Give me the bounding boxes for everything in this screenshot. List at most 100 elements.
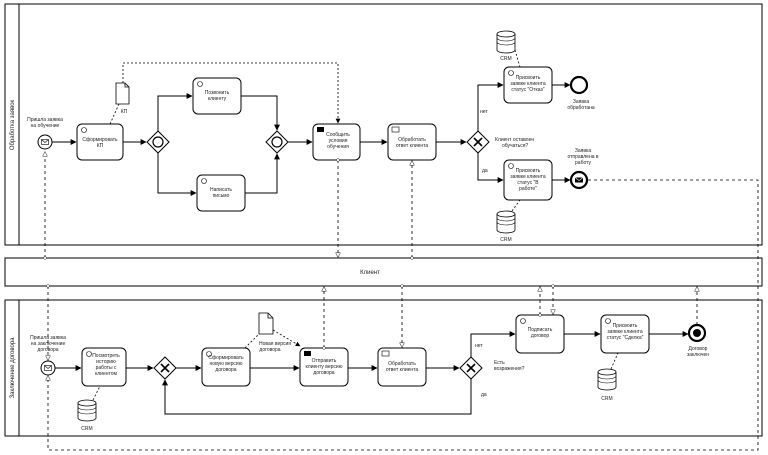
doc-new-version-1: Новая версия (259, 341, 291, 347)
bottom-sequence-flows (55, 331, 689, 415)
send-message-icon (317, 127, 324, 132)
svg-text:работе": работе" (519, 186, 537, 192)
crm2-label: CRM (500, 237, 511, 243)
task-view-history[interactable]: Посмотреть историю работы с клиентом (81, 347, 127, 387)
end-bottom-label-2: заключен (687, 352, 709, 358)
terminate-icon (693, 329, 701, 337)
service-task-icon (508, 163, 514, 169)
done-label-1: Заявка (573, 99, 589, 105)
svg-text:заявке клиента: заявке клиента (510, 174, 546, 180)
doc-new-version-2: договора (259, 347, 280, 353)
svg-text:клиенту версию: клиенту версию (306, 364, 343, 370)
svg-text:клиентом: клиентом (95, 371, 118, 377)
pool-client[interactable]: Клиент (4, 257, 763, 287)
svg-text:статус "Сделка": статус "Сделка" (607, 335, 644, 341)
start-event-bottom[interactable] (40, 360, 56, 376)
receive-message-icon (381, 350, 390, 357)
svg-text:работы с: работы с (96, 365, 117, 371)
end-event-contract-signed[interactable] (687, 323, 707, 343)
no-top-label: нет (480, 109, 488, 115)
svg-text:Присвоить: Присвоить (516, 168, 541, 174)
crm-database-1[interactable] (496, 30, 516, 54)
task-process-answer-top[interactable]: Обработать ответ клиента (387, 123, 437, 161)
svg-text:Сформировать: Сформировать (208, 355, 244, 361)
end-event-processed[interactable] (569, 75, 589, 95)
user-task-icon (206, 351, 212, 357)
task-sign-contract[interactable]: Подписать договор (515, 314, 565, 354)
svg-text:ответ клиента: ответ клиента (386, 367, 419, 373)
svg-text:статус "Отказ": статус "Отказ" (511, 87, 544, 93)
svg-text:Присвоить: Присвоить (613, 323, 638, 329)
sent-label-3: работу (575, 160, 591, 166)
svg-text:новую версию: новую версию (210, 361, 243, 367)
user-task-icon (197, 81, 203, 87)
start-top-label-2: на обучение (31, 123, 60, 129)
message-flows (45, 152, 759, 451)
q-top-label-1: Клиент оставлен (495, 137, 534, 143)
service-task-icon (508, 70, 514, 76)
svg-text:письмо: письмо (213, 193, 230, 199)
pool-top-label: Обработка заявок (10, 99, 16, 150)
start-top-label-1: Пришла заявка (27, 117, 63, 123)
pool-bottom: Заключение договора (4, 299, 763, 437)
end-event-sent-to-work[interactable] (569, 170, 589, 190)
top-sequence-flows (52, 62, 571, 196)
user-task-icon (201, 178, 207, 184)
svg-text:обучения: обучения (327, 144, 349, 150)
service-task-icon (605, 318, 611, 324)
gateway-parallel-split[interactable] (146, 130, 170, 154)
svg-text:заявке клиента: заявке клиента (607, 329, 643, 335)
pool-client-label: Клиент (360, 270, 380, 276)
svg-text:Подписать: Подписать (528, 327, 553, 333)
task-call-client[interactable]: Позвонить клиенту (192, 77, 242, 115)
svg-text:ответ клиента: ответ клиента (396, 143, 429, 149)
svg-text:договора: договора (313, 370, 334, 376)
crm-database-3[interactable] (77, 399, 97, 422)
pool-top: Обработка заявок (4, 3, 763, 246)
no-bottom-label: нет (475, 343, 483, 349)
yes-top-label: да (482, 168, 488, 174)
task-write-letter[interactable]: Написать письмо (196, 174, 246, 212)
svg-text:Позвонить: Позвонить (205, 90, 230, 96)
svg-text:договор: договор (531, 333, 550, 339)
q-bottom-label-1: Есть (494, 360, 505, 366)
message-end-icon (575, 177, 583, 183)
done-label-2: обработана (567, 105, 595, 111)
q-top-label-2: обучаться? (502, 143, 528, 149)
task-form-kp[interactable]: Сформировать КП (76, 123, 124, 161)
data-object-new-contract[interactable] (258, 312, 274, 335)
send-message-icon (304, 351, 311, 356)
svg-text:Сообщить: Сообщить (326, 132, 350, 138)
receive-message-icon (391, 126, 400, 133)
task-status-refuse[interactable]: Присвоить заявке клиента статус "Отказ" (503, 66, 553, 104)
kp-doc-label: КП (121, 109, 128, 115)
crm-database-2[interactable] (496, 210, 516, 234)
svg-text:Обработать: Обработать (388, 361, 416, 367)
task-status-deal[interactable]: Присвоить заявке клиента статус "Сделка" (600, 314, 650, 354)
start-event-top[interactable] (37, 134, 53, 150)
end-bottom-label-1: Договор (689, 346, 708, 352)
task-report-conditions[interactable]: Сообщить условия обучения (312, 123, 361, 161)
svg-text:заявке клиента: заявке клиента (510, 81, 546, 87)
svg-text:Отправить: Отправить (312, 358, 337, 364)
gateway-exclusive-top[interactable] (466, 130, 490, 154)
crm-database-4[interactable] (597, 368, 617, 391)
pool-bottom-label: Заключение договора (10, 337, 16, 399)
user-task-icon (520, 318, 526, 324)
data-object-kp[interactable] (115, 82, 130, 105)
gateway-exclusive-merge[interactable] (153, 356, 177, 380)
task-status-in-work[interactable]: Присвоить заявке клиента статус "В работ… (503, 159, 553, 201)
task-send-contract[interactable]: Отправить клиенту версию договора (299, 347, 349, 387)
task-process-answer-bottom[interactable]: Обработать ответ клиента (377, 347, 427, 387)
svg-text:статус "В: статус "В (517, 180, 539, 186)
gateway-parallel-join[interactable] (265, 130, 289, 154)
task-new-contract-version[interactable]: Сформировать новую версию договора (201, 347, 251, 387)
svg-text:Обработать: Обработать (398, 137, 426, 143)
gateway-exclusive-bottom[interactable] (459, 356, 483, 380)
svg-text:Присвоить: Присвоить (516, 75, 541, 81)
yes-bottom-label: да (481, 392, 487, 398)
user-task-icon (81, 127, 87, 133)
sent-label-1: Заявка (575, 148, 591, 154)
svg-text:Посмотреть: Посмотреть (92, 353, 120, 359)
